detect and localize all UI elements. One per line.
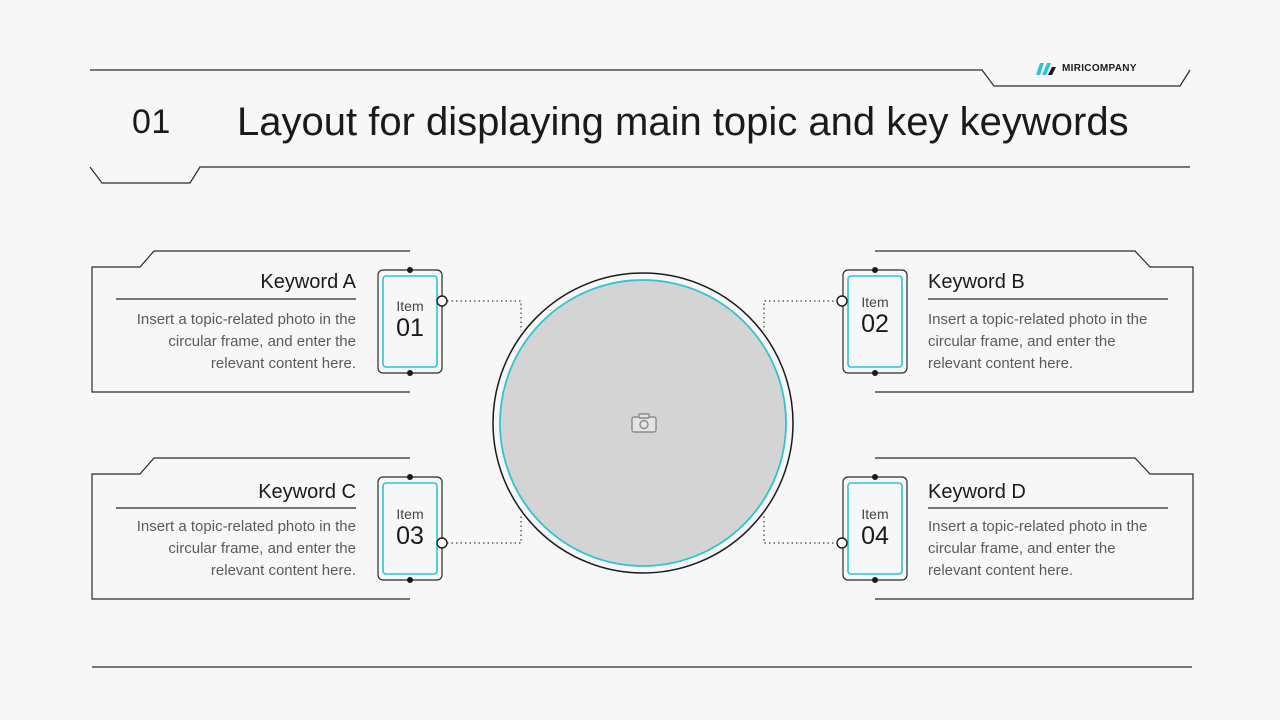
item-badge-01: Item 01 xyxy=(384,298,436,342)
item-badge-02: Item 02 xyxy=(849,294,901,338)
keyword-d-title: Keyword D xyxy=(928,481,1026,503)
header-bottom-rule xyxy=(89,166,1190,184)
keyword-a-description: Insert a topic-related photo in the circ… xyxy=(136,311,356,372)
frame-dot xyxy=(872,267,878,273)
camera-icon[interactable] xyxy=(630,411,658,435)
keyword-a-title: Keyword A xyxy=(260,271,356,293)
frame-dot xyxy=(872,577,878,583)
item-label: Item xyxy=(396,298,424,314)
frame-dot xyxy=(872,474,878,480)
item-inner-02 xyxy=(847,275,903,368)
keyword-d-description: Insert a topic-related photo in the circ… xyxy=(928,518,1148,579)
item-number: 03 xyxy=(396,522,424,550)
item-label: Item xyxy=(861,506,889,522)
keyword-c-title: Keyword C xyxy=(258,481,356,503)
item-inner-01 xyxy=(382,275,438,368)
connector-node-03 xyxy=(436,537,448,549)
page-number: 01 xyxy=(132,103,171,141)
frame-dot xyxy=(407,370,413,376)
item-inner-04 xyxy=(847,482,903,575)
item-label: Item xyxy=(861,294,889,310)
frame-dot xyxy=(407,577,413,583)
brand-name: MIRICOMPANY xyxy=(1062,62,1137,74)
card-c-outline xyxy=(91,457,410,600)
keyword-b-title: Keyword B xyxy=(928,271,1025,293)
connector-node-02 xyxy=(836,295,848,307)
frame-dot xyxy=(407,474,413,480)
item-number: 01 xyxy=(396,314,424,342)
brand: MIRICOMPANY xyxy=(1036,60,1137,76)
connector-03 xyxy=(447,514,522,544)
connector-node-04 xyxy=(836,537,848,549)
card-b-outline xyxy=(875,250,1194,393)
item-label: Item xyxy=(396,506,424,522)
item-badge-03: Item 03 xyxy=(384,506,436,550)
card-a-outline xyxy=(91,250,410,393)
keyword-b-description: Insert a topic-related photo in the circ… xyxy=(928,311,1148,372)
item-inner-03 xyxy=(382,482,438,575)
card-d-outline xyxy=(875,457,1194,600)
item-number: 02 xyxy=(861,310,889,338)
connector-01 xyxy=(447,300,522,331)
connector-02 xyxy=(763,300,838,331)
connector-node-01 xyxy=(436,295,448,307)
header-top-rule xyxy=(90,69,1191,87)
keyword-c-description: Insert a topic-related photo in the circ… xyxy=(136,518,356,579)
connector-04 xyxy=(763,514,838,544)
frame-dot xyxy=(407,267,413,273)
item-badge-04: Item 04 xyxy=(849,506,901,550)
item-number: 04 xyxy=(861,522,889,550)
brand-logo-icon xyxy=(1036,63,1056,75)
frame-dot xyxy=(872,370,878,376)
page-title: Layout for displaying main topic and key… xyxy=(237,100,1129,144)
